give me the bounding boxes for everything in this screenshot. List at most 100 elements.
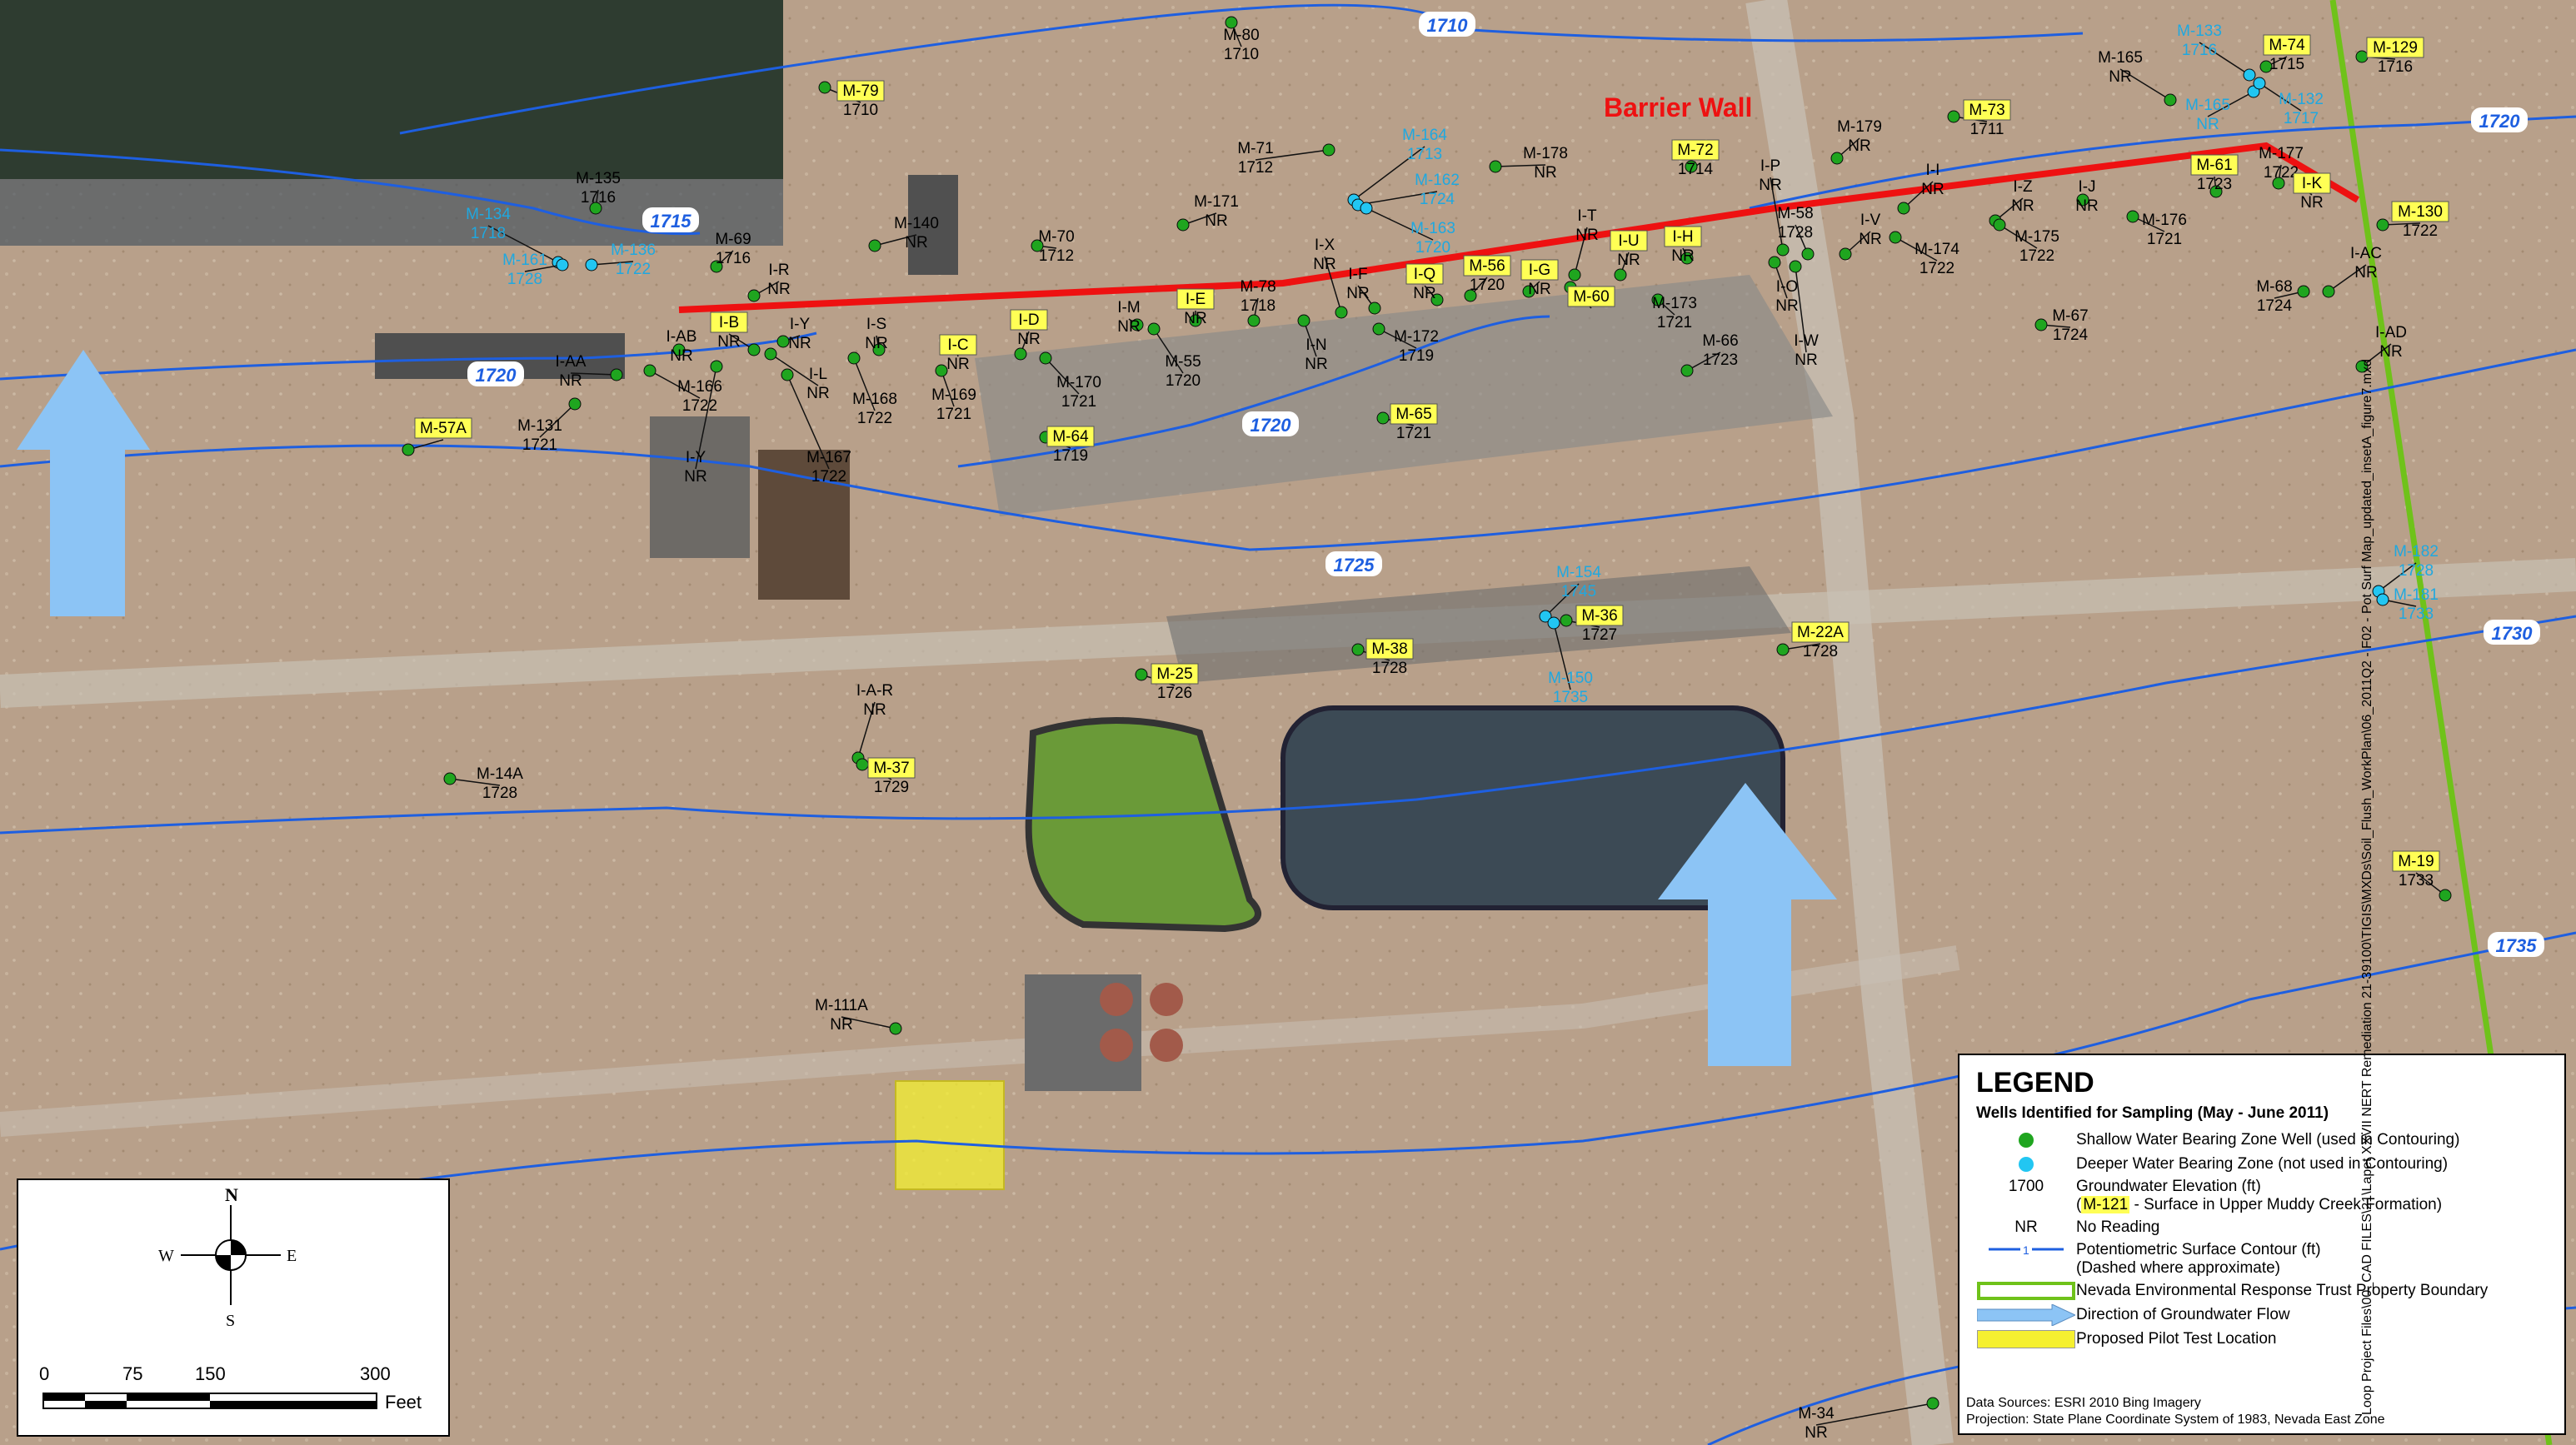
well: I-BNR: [710, 311, 761, 356]
well-id: M-14A: [477, 765, 523, 783]
well-elevation: 1716: [581, 189, 616, 207]
well-elevation: 1721: [936, 406, 971, 423]
pilot-test-location: [895, 1080, 1005, 1190]
well-elevation: NR: [1575, 227, 1598, 244]
well-id: I-L: [809, 366, 827, 383]
well-id: I-O: [1776, 278, 1798, 296]
legend: LEGEND Wells Identified for Sampling (Ma…: [1958, 1054, 2566, 1435]
well-elevation: 1728: [482, 785, 517, 802]
well-id: M-36: [1581, 607, 1617, 625]
shallow-well-marker: [1776, 643, 1790, 656]
paved-lot: [975, 275, 1833, 516]
well-id: I-W: [1794, 332, 1819, 350]
well: M-65 1721: [1376, 403, 1438, 442]
well-elevation: NR: [1313, 256, 1335, 273]
well-id: I-AC: [2350, 245, 2382, 262]
well-elevation: 1728: [2399, 562, 2434, 580]
well: I-RNR: [747, 262, 791, 302]
well-id: M-111A: [815, 997, 868, 1014]
well-id: M-65: [1395, 406, 1431, 423]
well-elevation: NR: [863, 701, 886, 719]
well-id: M-19: [2398, 853, 2434, 870]
well-id: I-F: [1348, 266, 1367, 283]
shallow-well-marker: [2355, 360, 2369, 373]
shallow-well-marker: [1522, 285, 1535, 298]
well: I-MNR: [1117, 299, 1144, 336]
shallow-well-marker: [2439, 889, 2452, 902]
well-id: M-161: [502, 252, 547, 269]
shallow-well-marker: [1430, 293, 1444, 306]
north-arrow-scale: N S E W 0 75 150 300 Feet: [17, 1178, 450, 1437]
well-elevation: NR: [559, 372, 582, 390]
well-id: M-57A: [420, 420, 467, 437]
well-id: M-170: [1056, 374, 1101, 391]
shallow-well-marker: [2126, 210, 2139, 223]
east-label: E: [287, 1247, 297, 1265]
legend-row-flow: Direction of Groundwater Flow: [1976, 1304, 2548, 1326]
contour-lines: [0, 3, 2576, 1445]
well-id: M-61: [2196, 157, 2232, 174]
well-elevation: NR: [1795, 351, 1817, 369]
well-elevation: NR: [1413, 285, 1435, 302]
shallow-well-marker: [856, 758, 869, 771]
deeper-well-marker: [1539, 610, 1552, 623]
north-label: N: [225, 1184, 238, 1205]
well: I-SNR: [865, 316, 888, 356]
well: M-14A 1728: [443, 765, 523, 802]
shallow-well-marker: [781, 368, 794, 381]
well-elevation: 1728: [507, 271, 542, 288]
shallow-well-marker: [2076, 193, 2089, 207]
well-id: M-64: [1052, 428, 1089, 446]
legend-pilot-text: Proposed Pilot Test Location: [2076, 1330, 2277, 1348]
contour-value: 1720: [1251, 415, 1292, 436]
shallow-well-marker: [2259, 60, 2273, 73]
well-id: M-130: [2398, 203, 2443, 221]
shallow-well-marker: [1147, 322, 1161, 336]
legend-contour-text2: (Dashed where approximate): [2076, 1259, 2281, 1277]
shallow-well-marker: [710, 260, 723, 273]
contour-label: 1715: [642, 207, 699, 232]
well-id: I-B: [719, 314, 739, 331]
well-id: M-163: [1410, 220, 1455, 237]
deeper-well-marker: [1360, 202, 1373, 215]
legend-shallow-text: Shallow Water Bearing Zone Well (used in…: [2076, 1131, 2460, 1149]
well: I-YNR: [776, 316, 811, 352]
well-elevation: 1722: [1920, 260, 1954, 277]
shallow-well-marker: [1225, 16, 1238, 29]
well-elevation: 1733: [2399, 872, 2434, 889]
well-elevation: NR: [2300, 194, 2323, 212]
well-id: M-34: [1798, 1405, 1835, 1423]
well-elevation: 1723: [2197, 176, 2232, 193]
well-elevation: 1711: [1970, 121, 2004, 138]
shallow-well-marker: [1135, 668, 1148, 681]
well: I-VNR: [1839, 212, 1882, 261]
well: I-PNR: [1759, 157, 1790, 257]
well-id: M-67: [2052, 307, 2088, 325]
well-elevation: 1721: [1396, 425, 1431, 442]
well-id: M-175: [2014, 228, 2059, 246]
well-id: M-80: [1223, 27, 1259, 44]
contour-value: 1720: [476, 365, 517, 386]
well-id: M-136: [611, 242, 656, 259]
shallow-well-marker: [1014, 347, 1027, 361]
shallow-well-marker: [1993, 218, 2006, 232]
well: I-XNR: [1313, 237, 1348, 319]
well-id: M-140: [894, 215, 939, 232]
shallow-well-marker: [1368, 301, 1381, 315]
well-elevation: NR: [1528, 281, 1550, 298]
shallow-well-marker: [1335, 306, 1348, 319]
